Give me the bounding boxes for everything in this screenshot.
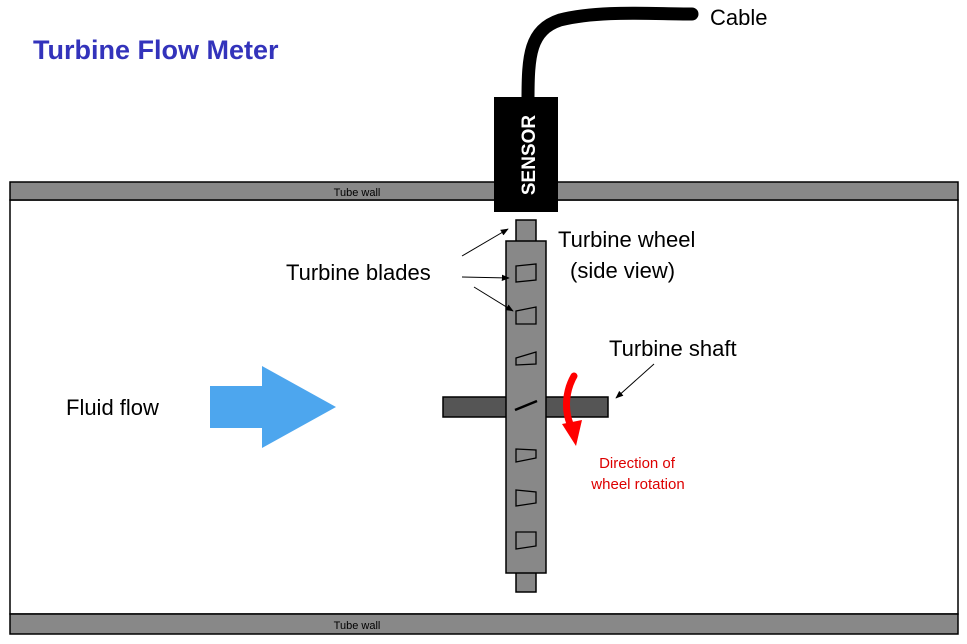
turbine-shaft-label: Turbine shaft <box>609 336 737 361</box>
blade-pointer-arrow <box>473 286 514 312</box>
rotation-label-line2: wheel rotation <box>590 476 684 493</box>
turbine-blade <box>515 531 537 550</box>
turbine-blades-label: Turbine blades <box>286 260 431 285</box>
turbine-blade <box>515 448 537 463</box>
fluid-flow-label: Fluid flow <box>66 395 159 420</box>
blade-pointer-arrow <box>461 228 509 257</box>
turbine-blade <box>515 489 537 507</box>
wheel-bottom-tab <box>515 571 537 593</box>
diagram-title: Turbine Flow Meter <box>33 35 279 65</box>
rotation-label-line1: Direction of <box>599 455 676 472</box>
sensor-body <box>494 97 558 212</box>
turbine-blade <box>515 351 537 366</box>
turbine-wheel <box>505 240 547 574</box>
rotation-arrow-arc <box>563 372 578 428</box>
blade-pointer-arrow <box>461 274 510 282</box>
turbine-blade-edge <box>514 399 538 412</box>
rotation-arrow-head <box>562 420 582 446</box>
tube-wall-top-label: Tube wall <box>334 187 381 199</box>
tube-wall-bottom <box>9 613 959 635</box>
turbine-wheel-sublabel: (side view) <box>570 258 675 283</box>
wheel-top-tab <box>515 219 537 243</box>
shaft-pointer-arrow <box>615 363 655 399</box>
cable-label: Cable <box>710 5 767 30</box>
sensor-label: SENSOR <box>519 115 540 196</box>
turbine-wheel-label: Turbine wheel <box>558 227 695 252</box>
sensor-cable <box>521 6 699 107</box>
tube-wall-bottom-label: Tube wall <box>334 620 381 632</box>
turbine-blade <box>515 263 537 283</box>
tube-wall-top <box>9 181 959 201</box>
fluid-flow-arrow <box>210 366 336 448</box>
turbine-blade <box>515 306 537 325</box>
